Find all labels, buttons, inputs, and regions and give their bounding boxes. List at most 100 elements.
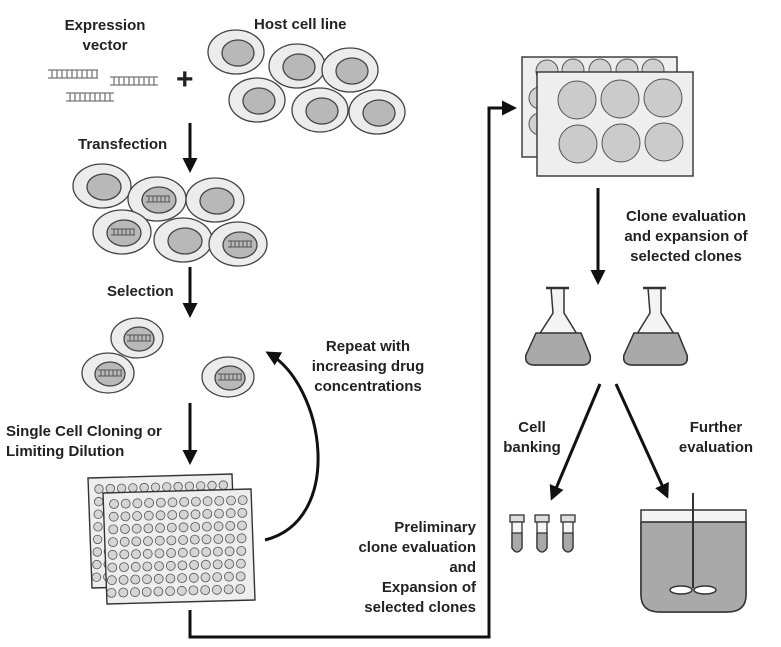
well bbox=[155, 510, 166, 521]
well bbox=[119, 536, 130, 547]
well bbox=[223, 584, 234, 595]
well bbox=[167, 510, 178, 520]
well bbox=[144, 497, 155, 508]
well bbox=[154, 561, 165, 571]
well bbox=[142, 548, 153, 559]
6-well-plate-front bbox=[536, 71, 694, 177]
well bbox=[237, 495, 248, 506]
well bbox=[165, 573, 176, 584]
well bbox=[143, 536, 153, 546]
well bbox=[142, 561, 153, 572]
well bbox=[105, 483, 116, 494]
well bbox=[177, 573, 188, 583]
well bbox=[200, 585, 211, 595]
dna-vector-icon bbox=[48, 69, 158, 102]
well bbox=[195, 481, 206, 491]
arrow-to-further-evaluation bbox=[614, 383, 669, 499]
well bbox=[201, 547, 212, 557]
well bbox=[189, 547, 200, 558]
well bbox=[128, 483, 138, 493]
transfection-label: Transfection bbox=[78, 136, 168, 153]
well bbox=[179, 496, 190, 507]
well bbox=[107, 562, 118, 573]
well bbox=[162, 482, 172, 492]
well bbox=[218, 480, 229, 490]
host-cell-line-label: Host cell line bbox=[254, 16, 347, 33]
well bbox=[188, 572, 199, 583]
well bbox=[120, 498, 131, 509]
flow-arrows bbox=[182, 100, 669, 639]
well bbox=[211, 584, 222, 595]
well bbox=[108, 511, 119, 522]
well bbox=[118, 575, 129, 585]
well bbox=[235, 558, 246, 569]
well bbox=[173, 481, 183, 492]
well bbox=[130, 587, 140, 598]
well bbox=[165, 586, 176, 596]
well bbox=[153, 586, 164, 597]
well bbox=[213, 521, 224, 532]
expression-vector-label: Expression vector bbox=[64, 17, 146, 54]
arrow-to-6-well-plates bbox=[188, 100, 517, 639]
well bbox=[93, 509, 104, 519]
well bbox=[224, 546, 235, 557]
well bbox=[190, 522, 201, 532]
well bbox=[178, 522, 189, 533]
well bbox=[165, 560, 176, 571]
well bbox=[201, 521, 212, 532]
well bbox=[213, 534, 224, 544]
well bbox=[91, 572, 102, 582]
well bbox=[153, 573, 164, 584]
well bbox=[223, 571, 234, 582]
well bbox=[188, 585, 199, 596]
well bbox=[119, 549, 130, 560]
single-cell-cloning-label: Single Cell Cloning or Limiting Dilution bbox=[6, 423, 162, 460]
well bbox=[120, 524, 130, 534]
well bbox=[212, 572, 223, 582]
well bbox=[118, 587, 129, 598]
well bbox=[150, 482, 161, 493]
well bbox=[132, 498, 143, 509]
well bbox=[107, 549, 118, 560]
repeat-label: Repeat with increasing drug concentratio… bbox=[311, 338, 425, 395]
well bbox=[200, 559, 211, 570]
selected-dna-icon bbox=[98, 334, 242, 381]
integrated-dna-icon bbox=[111, 195, 252, 248]
well bbox=[237, 520, 247, 531]
well bbox=[237, 508, 248, 518]
well bbox=[131, 523, 142, 534]
selected-cells bbox=[81, 317, 255, 398]
transfected-cells bbox=[72, 163, 268, 267]
well bbox=[139, 482, 149, 493]
well bbox=[130, 561, 141, 572]
well bbox=[178, 509, 189, 520]
shake-flask-right bbox=[622, 286, 689, 366]
preliminary-evaluation-label: Preliminary clone evaluation and Expansi… bbox=[358, 519, 476, 616]
host-cells bbox=[207, 29, 406, 135]
well bbox=[120, 511, 131, 522]
well bbox=[141, 587, 152, 597]
cell-banking-label: Cell banking bbox=[503, 419, 561, 456]
well bbox=[177, 560, 188, 571]
well bbox=[190, 509, 201, 520]
plus-sign: + bbox=[176, 63, 194, 96]
well bbox=[226, 495, 236, 506]
well bbox=[212, 546, 223, 557]
clone-evaluation-label: Clone evaluation and expansion of select… bbox=[624, 208, 748, 265]
well bbox=[176, 585, 187, 596]
well bbox=[108, 537, 118, 547]
well bbox=[142, 574, 152, 585]
well bbox=[166, 522, 177, 533]
well bbox=[167, 497, 178, 508]
well bbox=[190, 496, 201, 507]
well bbox=[92, 547, 103, 557]
well bbox=[214, 508, 224, 519]
well bbox=[116, 483, 127, 494]
well bbox=[166, 535, 177, 546]
well bbox=[130, 574, 141, 585]
well bbox=[94, 484, 104, 494]
well bbox=[236, 546, 247, 556]
well bbox=[131, 536, 142, 547]
well bbox=[143, 510, 154, 521]
